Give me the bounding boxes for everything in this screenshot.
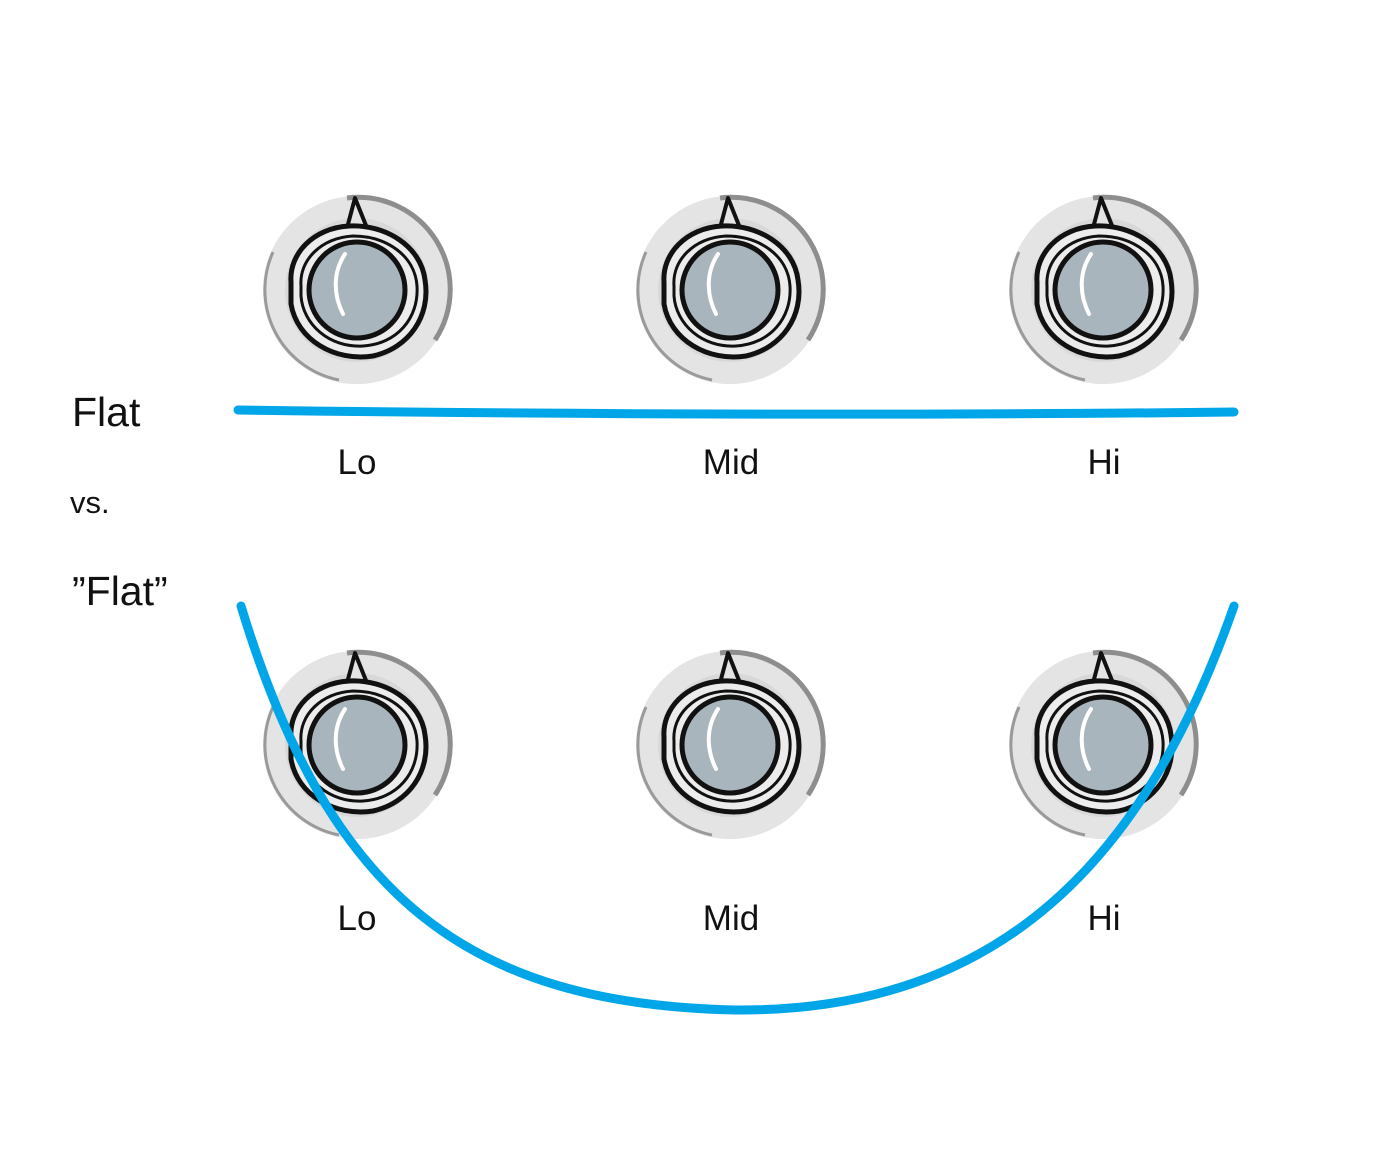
smile-eq-curve: [236, 601, 1239, 1015]
knob-mid-quoted-flat: [636, 651, 824, 839]
knob-hi-flat: [1009, 196, 1197, 384]
knob-label-lo: Lo: [338, 899, 377, 938]
knob-label-hi: Hi: [1087, 899, 1120, 938]
knob-label-hi: Hi: [1087, 443, 1120, 482]
versus-label: vs.: [70, 485, 110, 520]
knob-label-lo: Lo: [338, 443, 377, 482]
flat-eq-curve: [233, 405, 1239, 419]
knob-label-mid: Mid: [703, 443, 759, 482]
knob-lo-flat: [263, 196, 451, 384]
knob-mid-flat: [636, 196, 824, 384]
knob-label-mid: Mid: [703, 899, 759, 938]
flat-title: Flat: [72, 389, 141, 435]
quoted-flat-title: ”Flat”: [72, 568, 168, 614]
